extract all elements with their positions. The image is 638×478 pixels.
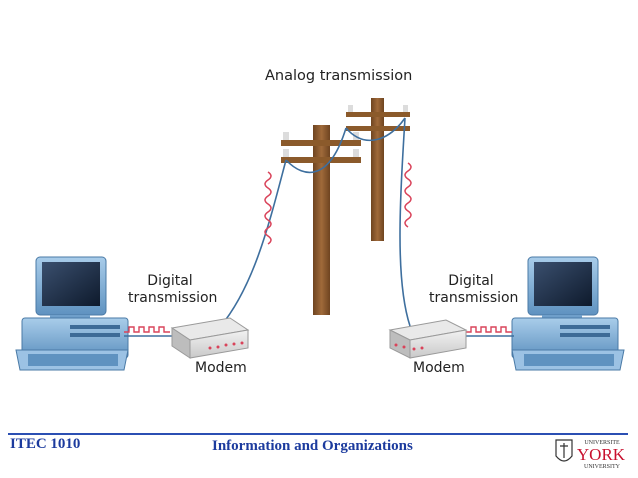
digital-wave-icon — [466, 326, 512, 333]
digital-label-line: Digital — [448, 273, 494, 289]
utility-pole-icon — [346, 98, 410, 241]
digital-transmission-label-right: Digital transmission — [429, 273, 519, 307]
analog-wave-icon — [264, 171, 272, 245]
analog-cable — [219, 117, 411, 328]
modem-label-left: Modem — [195, 360, 247, 376]
course-title: Information and Organizations — [212, 438, 413, 454]
computer-icon — [15, 256, 129, 371]
svg-text:YORK: YORK — [577, 445, 626, 464]
computer-icon — [511, 256, 625, 371]
utility-pole-icon — [281, 125, 361, 315]
analog-wave-icon — [404, 162, 412, 228]
course-code: ITEC 1010 — [10, 436, 81, 452]
digital-label-line: transmission — [128, 290, 218, 306]
york-crest-icon — [555, 439, 573, 462]
svg-text:UNIVERSITY: UNIVERSITY — [584, 464, 621, 470]
digital-label-line: transmission — [429, 290, 519, 306]
svg-text:UNIVERSITE: UNIVERSITE — [584, 440, 620, 446]
digital-wave-icon — [124, 326, 170, 333]
modem-label-right: Modem — [413, 360, 465, 376]
modem-icon — [388, 319, 468, 359]
analog-transmission-label: Analog transmission — [265, 68, 413, 84]
footer-divider — [8, 433, 628, 435]
digital-transmission-label-left: Digital transmission — [128, 273, 218, 307]
york-university-logo: UNIVERSITE YORK UNIVERSITY — [555, 439, 626, 470]
modem-icon — [170, 317, 250, 359]
digital-label-line: Digital — [147, 273, 193, 289]
